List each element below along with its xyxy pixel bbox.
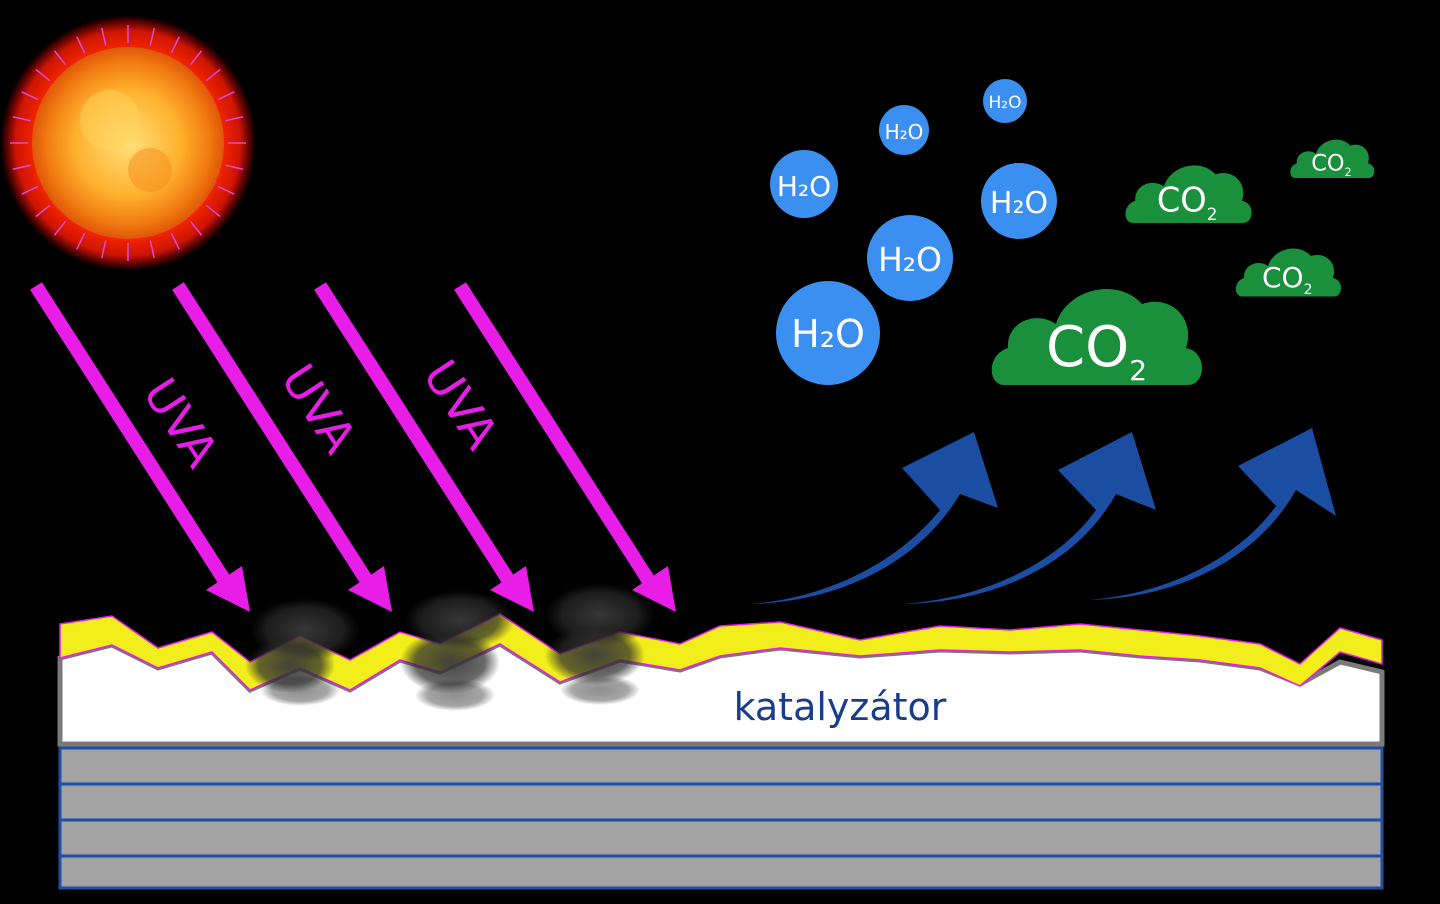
co2-clouds: CO2 CO2 CO2 CO2 xyxy=(992,140,1375,387)
co2-cloud-icon: CO2 xyxy=(1290,140,1374,179)
water-label: H₂O xyxy=(878,240,942,279)
sun-icon xyxy=(0,15,256,271)
water-molecule-icon: H₂O xyxy=(981,163,1057,239)
dirt-particle-icon xyxy=(545,583,655,705)
water-label: H₂O xyxy=(989,93,1022,113)
water-molecule-icon: H₂O xyxy=(879,105,929,155)
catalyst-label: katalyzátor xyxy=(734,685,947,729)
water-molecule-icon: H₂O xyxy=(770,150,838,218)
water-label: H₂O xyxy=(777,170,831,203)
upward-flow-arrow-icon xyxy=(750,432,998,604)
uv-arrows: UVA UVA UVA xyxy=(36,286,676,612)
water-molecule-icon: H₂O xyxy=(983,79,1027,123)
water-label: H₂O xyxy=(791,312,865,356)
water-label: H₂O xyxy=(885,120,924,144)
substrate xyxy=(60,748,1382,888)
flow-arrows xyxy=(750,428,1336,604)
co2-cloud-icon: CO2 xyxy=(1125,165,1251,224)
water-molecule-icon: H₂O xyxy=(867,215,953,301)
co2-cloud-icon: CO2 xyxy=(1236,249,1341,298)
water-molecule-icon: H₂O xyxy=(776,281,880,385)
co2-cloud-icon: CO2 xyxy=(992,289,1202,387)
water-label: H₂O xyxy=(990,186,1048,221)
dirt-particles xyxy=(245,583,655,711)
